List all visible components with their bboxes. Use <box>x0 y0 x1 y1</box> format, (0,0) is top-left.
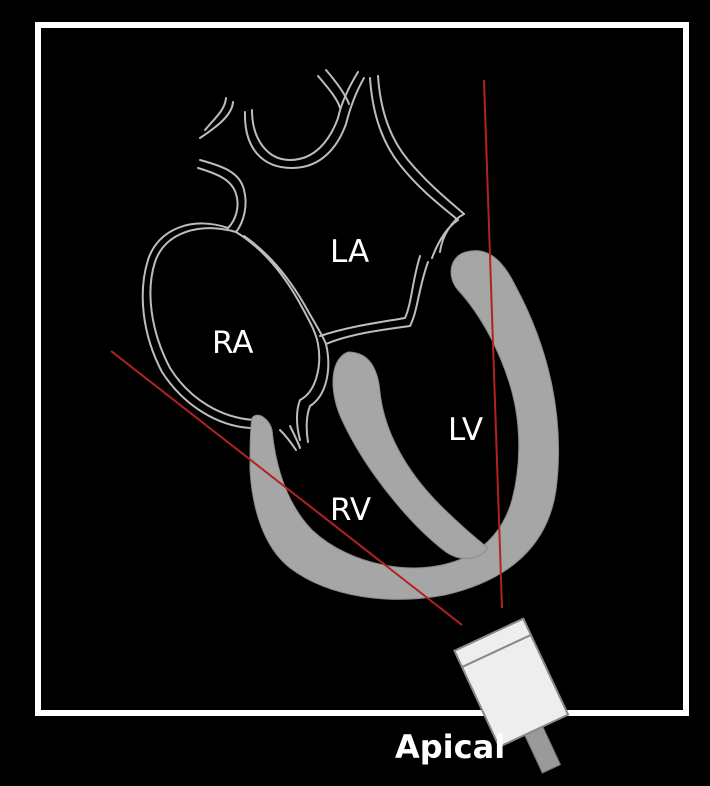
probe-face-line <box>461 634 532 668</box>
vessel-outline <box>317 69 350 109</box>
septum-junction <box>296 343 330 443</box>
vessel-outline <box>199 97 234 139</box>
vessel-outline <box>369 75 465 221</box>
beam-edge-left <box>110 350 463 626</box>
beam-edge-right <box>483 79 503 609</box>
interventricular-septum <box>332 351 489 559</box>
ventricles <box>249 250 560 600</box>
lv-rv-wall <box>249 250 560 600</box>
vessel-outline <box>243 71 365 169</box>
la-left-wall <box>197 159 247 233</box>
ra-outline <box>141 222 255 429</box>
label-lv: LV <box>448 412 483 448</box>
tricuspid-leaflet-outline <box>279 425 301 451</box>
probe-body <box>453 617 570 749</box>
mitral-annulus-outline <box>319 255 429 345</box>
interatrial-septum <box>235 231 327 345</box>
transducer-probe <box>453 617 570 774</box>
view-label: Apical <box>395 728 505 766</box>
atria-outline <box>141 69 465 451</box>
label-rv: RV <box>330 492 371 528</box>
view-frame <box>35 22 689 716</box>
label-ra: RA <box>212 325 254 361</box>
label-la: LA <box>330 234 369 270</box>
la-right-wall <box>431 213 465 259</box>
